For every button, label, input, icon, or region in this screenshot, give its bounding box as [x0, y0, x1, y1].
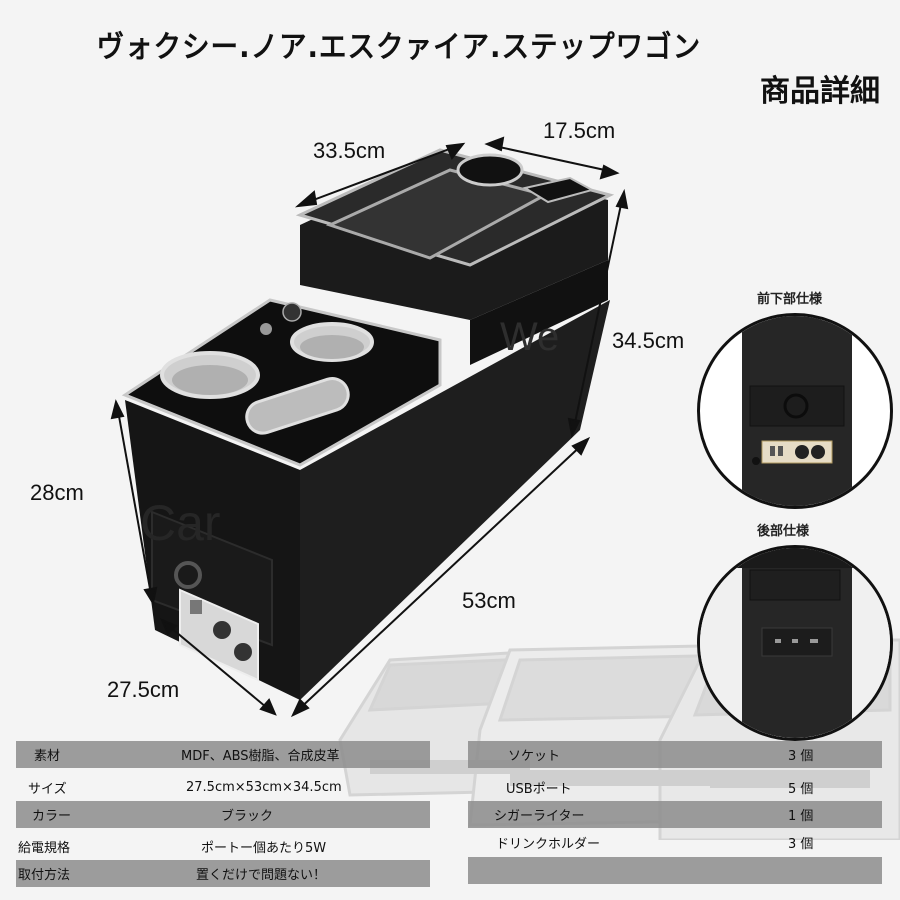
console-box-product-image: We Car — [110, 136, 629, 718]
inset-front-lower-image — [697, 313, 893, 509]
spec-value: 3 個 — [788, 837, 814, 852]
spec-key: ソケット — [508, 749, 561, 764]
spec-row-material: 素材 MDF、ABS樹脂、合成皮革 — [16, 741, 430, 768]
spec-row-color: カラー ブラック — [16, 801, 430, 828]
spec-row-empty — [468, 857, 882, 884]
spec-key: サイズ — [28, 782, 67, 797]
spec-value: 3 個 — [788, 749, 814, 764]
front-lower-detail-icon — [742, 316, 852, 506]
spec-value: 27.5cm×53cm×34.5cm — [186, 780, 342, 795]
dimension-front-height: 28cm — [30, 480, 84, 505]
page-subtitle: 商品詳細 — [760, 74, 880, 109]
svg-text:We: We — [500, 315, 559, 359]
spec-value: MDF、ABS樹脂、合成皮革 — [181, 749, 340, 764]
inset-rear-image — [697, 545, 893, 741]
spec-row-drink-holder: ドリンクホルダー 3 個 — [468, 829, 882, 856]
spec-value: 5 個 — [788, 782, 814, 797]
page-title: ヴォクシー.ノア.エスクァイア.ステップワゴン — [96, 30, 702, 65]
spec-key: USBポート — [506, 782, 572, 797]
inset-front-lower-label: 前下部仕様 — [757, 292, 823, 307]
spec-value: 1 個 — [788, 809, 814, 824]
spec-key: 取付方法 — [18, 868, 71, 883]
spec-value: ポートー個あたり5W — [201, 841, 327, 856]
dimension-top-width: 17.5cm — [543, 118, 616, 143]
inset-rear-label: 後部仕様 — [757, 524, 810, 539]
dimension-front-width: 27.5cm — [107, 677, 180, 702]
spec-key: カラー — [32, 809, 72, 824]
spec-key: 給電規格 — [18, 841, 71, 856]
dimension-top-length: 33.5cm — [313, 138, 386, 163]
spec-key: シガーライター — [494, 809, 585, 824]
spec-row-size: サイズ 27.5cm×53cm×34.5cm — [16, 774, 430, 801]
spec-row-cigarette-lighter: シガーライター 1 個 — [468, 801, 882, 828]
spec-row-usb: USBポート 5 個 — [468, 774, 882, 801]
spec-key: ドリンクホルダー — [496, 837, 601, 852]
spec-key: 素材 — [34, 749, 61, 764]
spec-value: ブラック — [221, 809, 274, 824]
svg-text:Car: Car — [140, 495, 221, 551]
dimension-total-length: 53cm — [462, 588, 516, 613]
rear-detail-icon — [700, 548, 890, 738]
spec-value: 置くだけで問題ない！ — [196, 868, 327, 883]
spec-row-socket: ソケット 3 個 — [468, 741, 882, 768]
spec-row-installation: 取付方法 置くだけで問題ない！ — [16, 860, 430, 887]
spec-row-power: 給電規格 ポートー個あたり5W — [16, 833, 430, 860]
dimension-rear-height: 34.5cm — [612, 328, 685, 353]
